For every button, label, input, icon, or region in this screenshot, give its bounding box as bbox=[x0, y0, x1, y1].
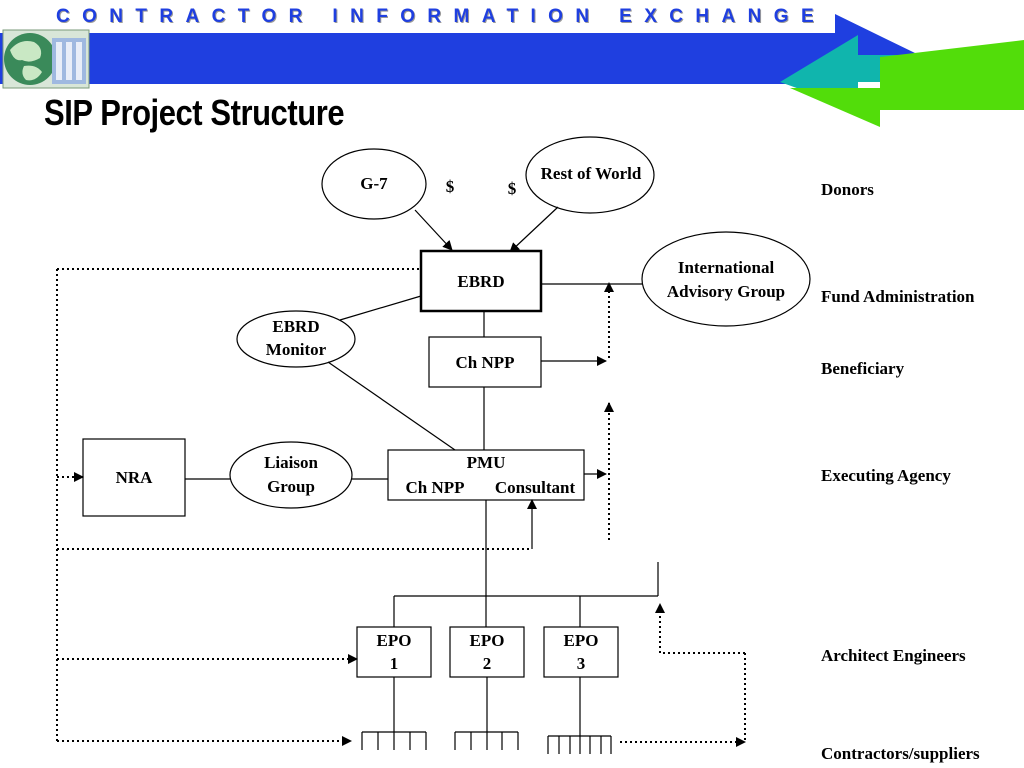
nra-label: NRA bbox=[115, 468, 153, 487]
header-green-arrow bbox=[790, 40, 1024, 127]
level-architect-engineers: Architect Engineers bbox=[821, 646, 966, 665]
rest-of-world-label: Rest of World bbox=[540, 164, 642, 183]
nra-node bbox=[82, 438, 186, 517]
page-title: SIP Project Structure bbox=[44, 92, 345, 133]
epo3-label-2: 3 bbox=[576, 654, 586, 673]
monitor-pmu-link bbox=[327, 361, 456, 451]
header-blue-arrow bbox=[0, 14, 915, 92]
pmu-ch-npp-label: Ch NPP bbox=[405, 478, 465, 497]
ebrd-label: EBRD bbox=[457, 272, 505, 291]
contractors-comb-3 bbox=[547, 677, 612, 754]
rest-of-world-node bbox=[525, 136, 655, 214]
contractors-comb-1 bbox=[361, 677, 427, 750]
level-beneficiary: Beneficiary bbox=[821, 359, 905, 378]
pmu-consultant-label: Consultant bbox=[494, 478, 576, 497]
iag-label-2: Advisory Group bbox=[666, 282, 786, 301]
pmu-label: PMU bbox=[466, 453, 506, 472]
banner-title: CONTRACTOR INFORMATION EXCHANGE bbox=[56, 6, 827, 27]
liaison-label-1: Liaison bbox=[264, 453, 318, 472]
iag-node bbox=[641, 231, 811, 327]
g7-node bbox=[321, 148, 427, 220]
epo3-label-1: EPO bbox=[563, 631, 599, 650]
dollar-right-label: $ bbox=[507, 179, 517, 198]
epo1-label-1: EPO bbox=[376, 631, 412, 650]
epo3-node bbox=[543, 626, 619, 678]
contractors-comb-2 bbox=[454, 677, 519, 750]
row-to-ebrd-arrow bbox=[509, 206, 559, 253]
ebrd-node bbox=[419, 249, 543, 313]
iag-label-1: International bbox=[677, 258, 775, 277]
ebrd-monitor-node bbox=[236, 310, 356, 368]
epo2-node bbox=[449, 626, 525, 678]
ch-npp-label: Ch NPP bbox=[455, 353, 515, 372]
liaison-group-node bbox=[229, 441, 353, 509]
epo2-label-1: EPO bbox=[469, 631, 505, 650]
dollar-left-label: $ bbox=[445, 177, 455, 196]
ebrd-monitor-label-2: Monitor bbox=[265, 340, 327, 359]
ebrd-monitor-label-1: EBRD bbox=[272, 317, 320, 336]
g7-label: G-7 bbox=[360, 174, 388, 193]
epo1-label-2: 1 bbox=[389, 654, 399, 673]
level-donors: Donors bbox=[821, 180, 874, 199]
liaison-label-2: Group bbox=[267, 477, 315, 496]
g7-to-ebrd-arrow bbox=[414, 209, 453, 251]
pmu-node bbox=[387, 449, 585, 501]
ebrd-monitor-link bbox=[339, 295, 422, 321]
globe-logo-icon bbox=[4, 33, 86, 85]
epo1-node bbox=[356, 626, 432, 678]
epo2-label-2: 2 bbox=[482, 654, 492, 673]
level-contractors-suppliers: Contractors/suppliers bbox=[821, 744, 980, 763]
level-executing-agency: Executing Agency bbox=[821, 466, 951, 485]
ch-npp-node bbox=[428, 336, 542, 388]
level-fund-administration: Fund Administration bbox=[821, 287, 975, 306]
